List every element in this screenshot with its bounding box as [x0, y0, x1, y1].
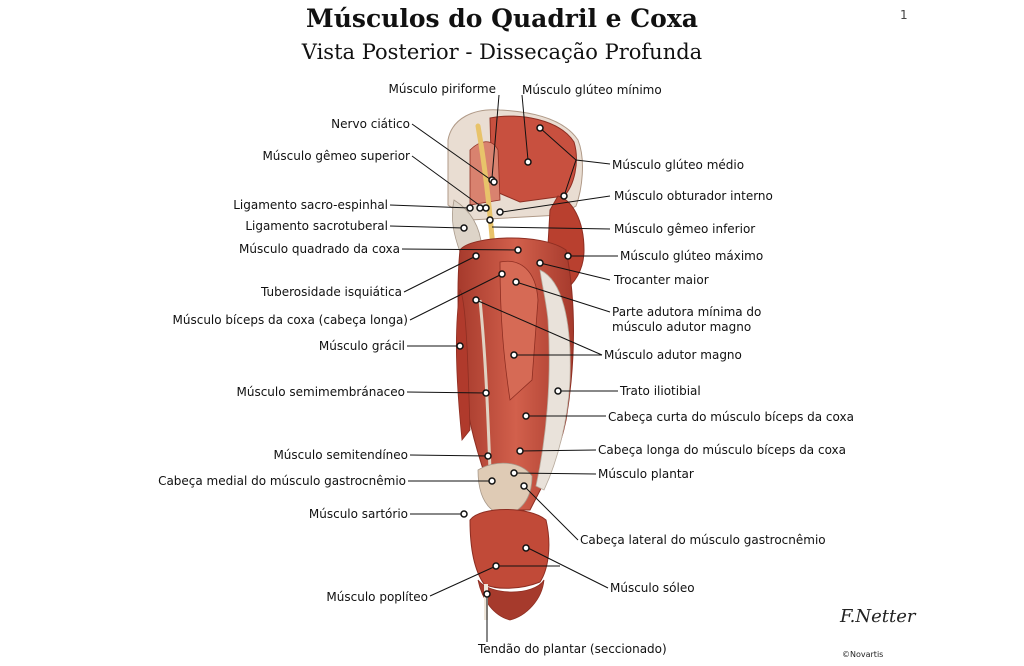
semitendinosus-tendon	[478, 299, 492, 471]
copyright-notice: ©Novartis	[842, 650, 884, 659]
page-subtitle: Vista Posterior - Dissecação Profunda	[301, 40, 703, 64]
label-gluteo-medio: Músculo glúteo médio	[612, 158, 745, 172]
label-nervo-ciatico: Nervo ciático	[331, 117, 410, 131]
label-parte-adutora-line1: Parte adutora mínima do	[612, 305, 762, 319]
soleus-muscle	[477, 579, 545, 621]
label-biceps-longa: Músculo bíceps da coxa (cabeça longa)	[172, 313, 408, 327]
label-gastro-medial: Cabeça medial do músculo gastrocnêmio	[158, 474, 406, 488]
label-cabeca-curta: Cabeça curta do músculo bíceps da coxa	[608, 410, 854, 424]
label-trato-iliotibial: Trato iliotibial	[620, 384, 701, 398]
label-cabeca-longa: Cabeça longa do músculo bíceps da coxa	[598, 443, 847, 457]
label-sartorio: Músculo sartório	[308, 507, 408, 521]
label-gluteo-minimo: Músculo glúteo mínimo	[522, 83, 662, 97]
label-plantar: Músculo plantar	[598, 467, 694, 481]
label-gracil: Músculo grácil	[318, 339, 405, 353]
label-sacrotuberal: Ligamento sacrotuberal	[245, 219, 388, 233]
label-soleo: Músculo sóleo	[610, 581, 695, 595]
label-gluteo-maximo: Músculo glúteo máximo	[620, 249, 764, 263]
adductor-magnus-muscle	[499, 260, 539, 401]
label-semimembranaceo: Músculo semimembránaceo	[236, 385, 405, 399]
iliotibial-tract	[535, 269, 571, 491]
pointer-dots	[456, 124, 572, 598]
label-gastro-lateral: Cabeça lateral do músculo gastrocnêmio	[580, 533, 826, 547]
label-tuberosidade: Tuberosidade isquiática	[261, 285, 402, 299]
label-piriforme: Músculo piriforme	[388, 82, 496, 96]
label-trocanter-maior: Trocanter maior	[614, 273, 709, 287]
label-popliteo: Músculo poplíteo	[326, 590, 428, 604]
popliteal-fossa	[477, 462, 533, 517]
gracilis-muscle	[455, 288, 471, 442]
label-obturador-interno: Músculo obturador interno	[614, 189, 773, 203]
label-parte-adutora-line2: músculo adutor magno	[612, 320, 752, 334]
label-gemeo-inferior: Músculo gêmeo inferior	[614, 222, 756, 236]
label-adutor-magno: Músculo adutor magno	[604, 348, 742, 362]
label-quadrado-coxa: Músculo quadrado da coxa	[239, 242, 400, 256]
gastrocnemius-muscle	[469, 509, 550, 589]
label-semitendineo: Músculo semitendíneo	[273, 448, 408, 462]
page-title: Músculos do Quadril e Coxa	[306, 4, 698, 33]
leader-lines	[389, 94, 618, 642]
label-tendao-plantar: Tendão do plantar (seccionado)	[478, 642, 667, 656]
label-gemeo-superior: Músculo gêmeo superior	[262, 149, 410, 163]
artist-signature: F.Netter	[840, 606, 916, 627]
corner-mark: 1	[900, 8, 908, 22]
label-sacro-espinhal: Ligamento sacro-espinhal	[233, 198, 388, 212]
